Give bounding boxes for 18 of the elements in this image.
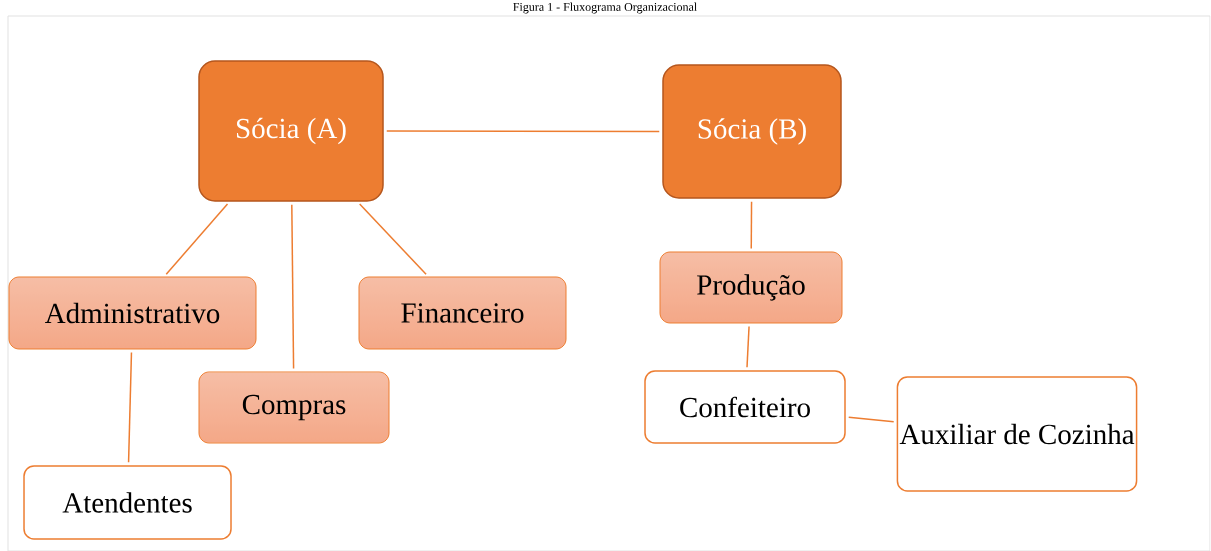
- connector-line: [127, 351, 133, 463]
- role-box: Atendentes: [23, 465, 232, 540]
- connector-line: [746, 325, 750, 368]
- department-box: Compras: [198, 371, 390, 444]
- connector-line: [165, 203, 229, 275]
- connector-line: [358, 203, 427, 276]
- connector-line: [291, 204, 295, 370]
- connector-line: [750, 201, 753, 250]
- connector-line: [848, 416, 895, 423]
- department-box: Administrativo: [8, 276, 257, 350]
- connector-line: [386, 130, 660, 133]
- department-box: Financeiro: [358, 276, 567, 350]
- figure-title: Figura 1 - Fluxograma Organizacional: [513, 2, 697, 14]
- partner-box: Sócia (B): [662, 64, 842, 199]
- role-box: Auxiliar de Cozinha: [896, 376, 1138, 492]
- partner-box: Sócia (A): [198, 60, 384, 202]
- department-box: Produção: [659, 251, 843, 324]
- role-box: Confeiteiro: [644, 370, 846, 444]
